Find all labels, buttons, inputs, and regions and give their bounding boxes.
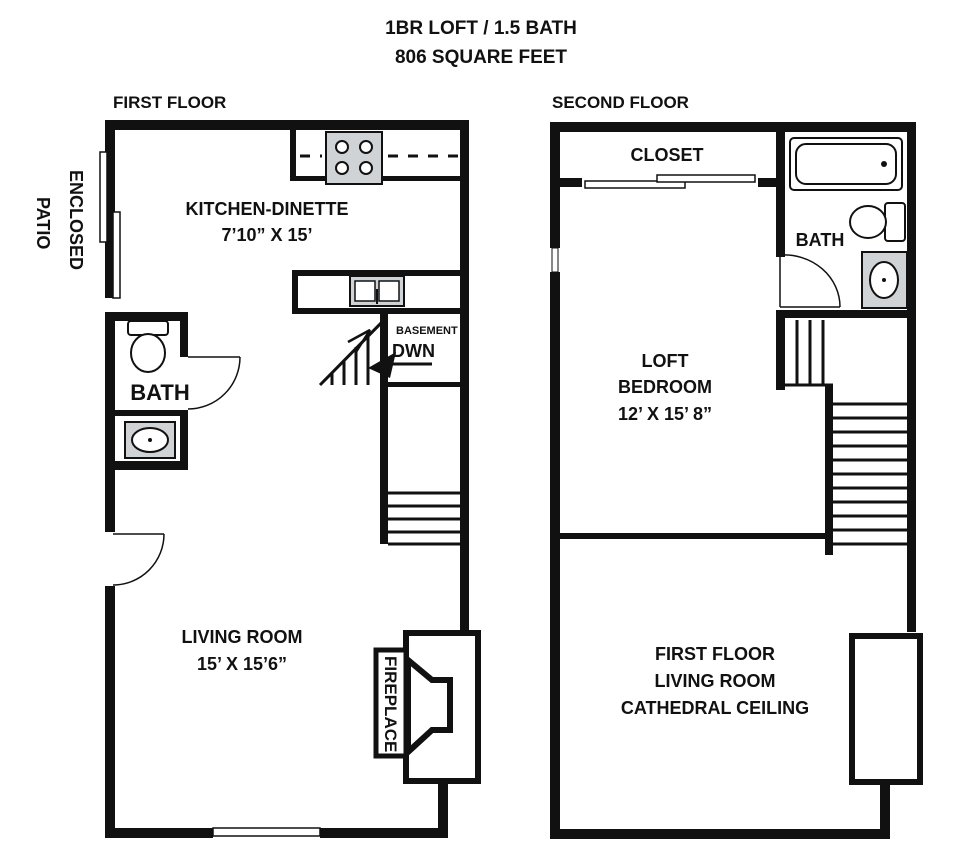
upstairs-bath-door-icon (779, 254, 841, 308)
kitchen-name: KITCHEN-DINETTE (186, 199, 349, 219)
patio-label-line1: ENCLOSED (66, 170, 86, 270)
basement-stairs-icon (318, 316, 388, 387)
fireplace-label: FIREPLACE (381, 656, 400, 752)
kitchen-sink-icon (349, 275, 405, 307)
closet-sliding-doors (584, 174, 756, 189)
loft-name-line2: BEDROOM (618, 377, 712, 397)
loft-name-line1: LOFT (642, 351, 689, 371)
living-room-size: 15’ X 15’6” (197, 654, 287, 674)
second-floor-walls (550, 122, 916, 839)
bathtub-icon (789, 137, 903, 191)
first-floor-label: FIRST FLOOR (113, 93, 226, 112)
front-window (212, 827, 321, 837)
kitchen-size: 7’10” X 15’ (221, 225, 312, 245)
upstairs-bath-label: BATH (796, 230, 845, 250)
toilet-icon (127, 320, 169, 373)
bath-sink-icon (124, 421, 176, 459)
closet-label: CLOSET (630, 145, 703, 165)
basement-label: BASEMENT (396, 325, 458, 337)
open-below-line1: FIRST FLOOR (655, 644, 775, 664)
loft-window (551, 247, 559, 273)
stove-icon (325, 131, 383, 185)
entry-door-icon (112, 533, 165, 586)
fireplace-icon (373, 630, 481, 784)
down-arrow-icon (368, 352, 432, 378)
upstairs-toilet-icon (849, 202, 906, 242)
first-floor-stairs (388, 491, 460, 546)
open-below-line2: LIVING ROOM (655, 671, 776, 691)
second-floor-label: SECOND FLOOR (552, 93, 689, 112)
open-below-line3: CATHEDRAL CEILING (621, 698, 809, 718)
down-label: DWN (392, 341, 435, 361)
upstairs-sink-icon (861, 251, 908, 309)
second-floor-stairs (785, 320, 907, 546)
plan-title: 1BR LOFT / 1.5 BATH (385, 18, 577, 39)
half-bath-label: BATH (130, 380, 189, 405)
plan-area: 806 SQUARE FEET (395, 47, 567, 68)
bath-door-icon (187, 356, 241, 410)
chimney-chase (849, 633, 923, 785)
first-floor-walls (105, 120, 469, 838)
patio-label-line2: PATIO (33, 197, 53, 249)
living-room-name: LIVING ROOM (182, 627, 303, 647)
patio-sliding-door (99, 151, 121, 299)
loft-size: 12’ X 15’ 8” (618, 404, 712, 424)
